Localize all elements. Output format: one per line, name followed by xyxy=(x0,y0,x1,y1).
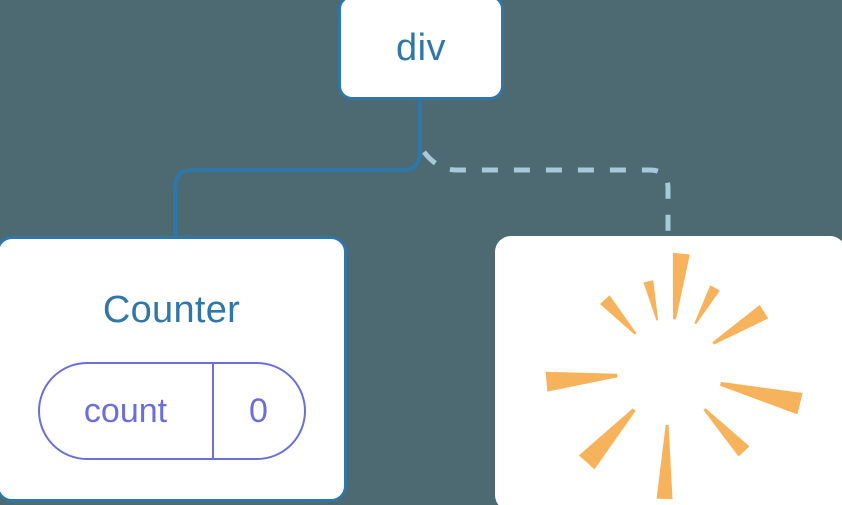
ray-s xyxy=(656,424,673,500)
state-pill[interactable]: count 0 xyxy=(37,362,306,460)
ray-se xyxy=(703,408,750,457)
ray-ne xyxy=(712,304,769,345)
starburst-icon xyxy=(545,252,803,500)
ray-n xyxy=(672,252,690,320)
ray-w xyxy=(545,371,618,392)
node-spark[interactable] xyxy=(495,236,842,505)
node-counter-label: Counter xyxy=(102,289,241,331)
node-div[interactable]: div xyxy=(338,0,504,100)
ray-e xyxy=(719,381,803,415)
node-div-label: div xyxy=(395,26,447,69)
ray-nnw xyxy=(643,280,659,321)
ray-sw xyxy=(578,408,636,470)
state-value: 0 xyxy=(249,392,268,430)
ray-nw xyxy=(599,295,637,335)
edge-root-to-spark xyxy=(422,150,671,238)
edge-root-to-counter xyxy=(173,98,422,240)
node-counter[interactable]: Counter count 0 xyxy=(0,236,347,502)
state-key: count xyxy=(40,364,214,458)
ray-nne xyxy=(694,285,720,325)
